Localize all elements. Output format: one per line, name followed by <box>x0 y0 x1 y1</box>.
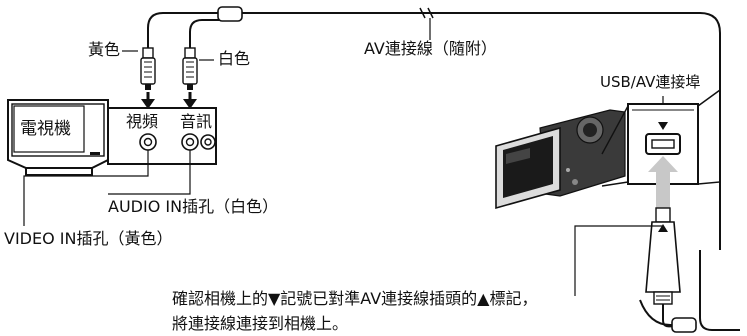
audio-label: 音訊 <box>180 112 213 131</box>
cable-down <box>662 304 673 328</box>
audio-jack-2 <box>200 134 216 150</box>
white-label: 白色 <box>218 49 251 68</box>
av-cable <box>147 11 721 250</box>
av-cable-inner <box>189 19 230 56</box>
av-cable-plug <box>645 207 681 305</box>
video-jack <box>139 133 157 151</box>
instruction-line-1: 確認相機上的▼記號已對準AV連接線插頭的▲標記， <box>172 289 538 308</box>
camera-icon <box>495 109 626 210</box>
video-in-label: VIDEO IN插孔（黃色） <box>4 229 173 248</box>
tv-icon <box>7 99 109 176</box>
usb-av-port-label: USB/AV連接埠 <box>600 73 701 91</box>
jack-panel <box>107 107 217 165</box>
tv-label: 電視機 <box>20 119 71 139</box>
yellow-plug <box>140 47 156 90</box>
instruction-line-2: 將連接線連接到相機上。 <box>172 314 349 333</box>
usb-av-port <box>645 133 681 155</box>
ferrite-core-top <box>217 6 243 22</box>
audio-jack-1 <box>181 133 199 151</box>
av-cable-label: AV連接線（隨附） <box>364 39 497 58</box>
video-label: 視頻 <box>126 112 159 131</box>
white-plug <box>182 47 198 90</box>
ferrite-core-bottom <box>671 317 697 333</box>
yellow-label: 黃色 <box>88 40 121 59</box>
audio-in-label: AUDIO IN插孔（白色） <box>108 197 279 216</box>
